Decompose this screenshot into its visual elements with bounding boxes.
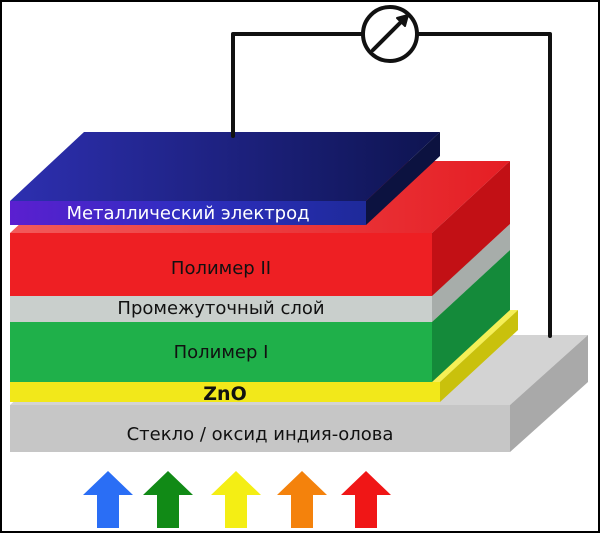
label-zno: ZnO (203, 383, 246, 405)
green-arrow-icon (143, 471, 193, 528)
label-interlayer: Промежуточный слой (117, 298, 324, 319)
label-substrate: Стекло / оксид индия-олова (127, 424, 394, 445)
orange-arrow-icon (277, 471, 327, 528)
blue-arrow-icon (83, 471, 133, 528)
label-metal-electrode: Металлический электрод (66, 203, 309, 224)
label-polymer-2: Полимер II (171, 258, 271, 279)
label-polymer-1: Полимер I (174, 342, 269, 363)
red-arrow-icon (341, 471, 391, 528)
circuit-wire (231, 32, 552, 338)
metal-electrode-layer (10, 132, 440, 225)
yellow-arrow-icon (211, 471, 261, 528)
ammeter-icon (361, 5, 419, 63)
light-arrows (83, 471, 391, 528)
